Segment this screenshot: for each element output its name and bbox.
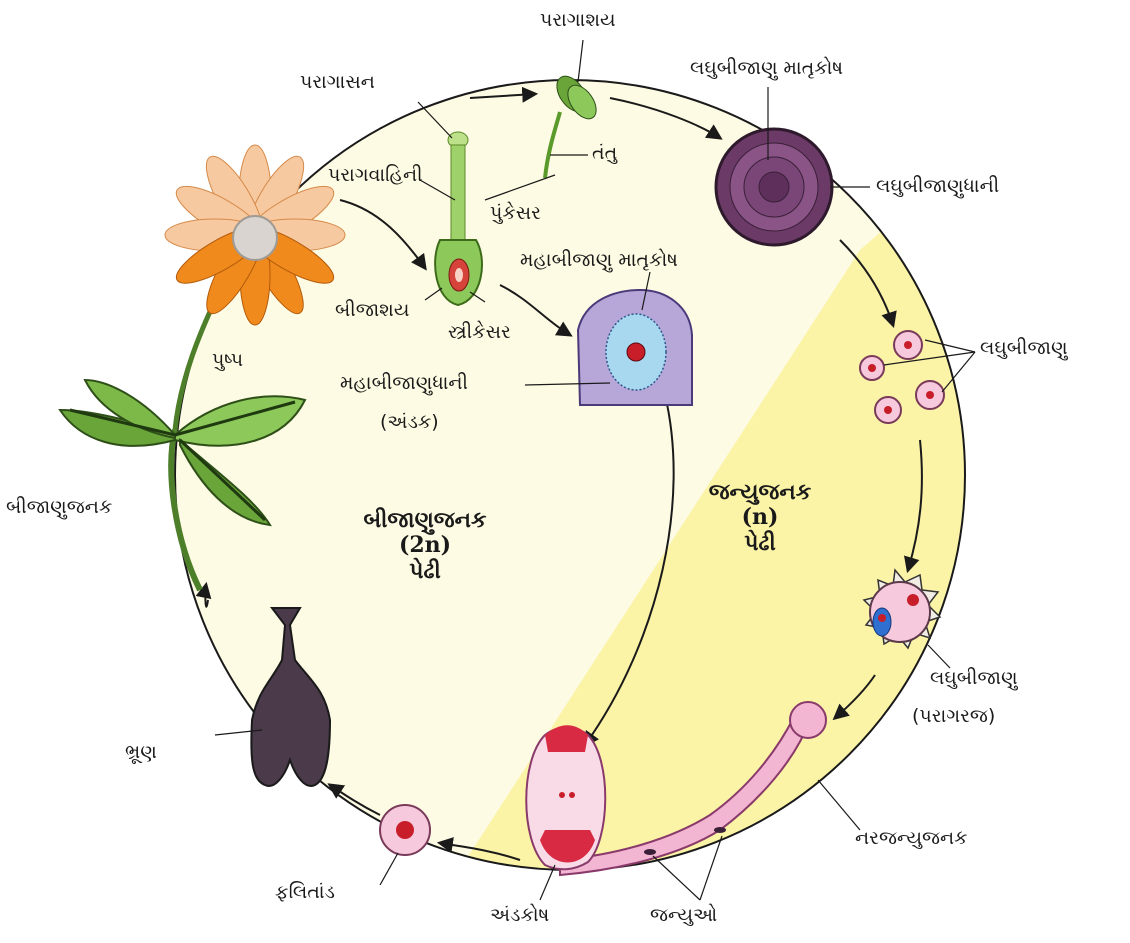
microsporangium-illustration [716,129,832,245]
label-zygote: ફલિતાંડ [275,882,335,904]
label-ovule: (અંડક) [380,412,439,434]
label-gametes: જન્યુઓ [650,905,717,927]
label-embryo: ભ્રૂણ [125,742,157,764]
ovule-illustration [578,290,692,405]
label-egg-cell: અંડકોષ [490,905,549,927]
label-sporophyte-generation: બીજાણુજનક (2n) પેઢી [360,508,490,584]
label-microsporangium: લઘુબીજાણુધાની [876,176,999,198]
label-gametophyte-generation: જન્યુજનક (n) પેઢી [705,480,815,556]
embryo-sac-illustration [526,725,605,869]
label-microspores: લઘુબીજાણુ [980,338,1068,360]
label-pollen-grain: (પરાગરજ) [912,706,995,728]
gametophyte-title: જન્યુજનક [705,480,815,505]
zygote-illustration [380,805,430,855]
sporophyte-ploidy: (2n) [360,533,490,558]
label-flower: પુષ્પ [212,350,243,372]
sporophyte-generation-word: પેઢી [360,559,490,584]
label-sporophyte: બીજાણુજનક [6,497,112,519]
label-megasporangium: મહાબીજાણુધાની [340,373,468,395]
label-anther: પરાગાશય [540,10,616,32]
gametophyte-generation-word: પેઢી [705,531,815,556]
label-stigma: પરાગાસન [300,72,375,94]
label-ovary: બીજાશય [335,300,409,322]
label-microspore-mother-cell: લઘુબીજાણુ માતૃકોષ [690,58,843,80]
label-microspore-pollen: લઘુબીજાણુ [930,668,1018,690]
sporophyte-title: બીજાણુજનક [360,508,490,533]
label-megaspore-mother-cell: મહાબીજાણુ માતૃકોષ [520,250,678,272]
label-stamen: પુંકેસર [490,203,541,225]
label-filament: તંતુ [592,143,617,165]
label-male-gametophyte: નરજન્યુજનક [855,828,968,850]
label-pistil: સ્ત્રીકેસર [448,322,511,344]
label-style: પરાગવાહિની [328,165,423,187]
gametophyte-ploidy: (n) [705,505,815,530]
